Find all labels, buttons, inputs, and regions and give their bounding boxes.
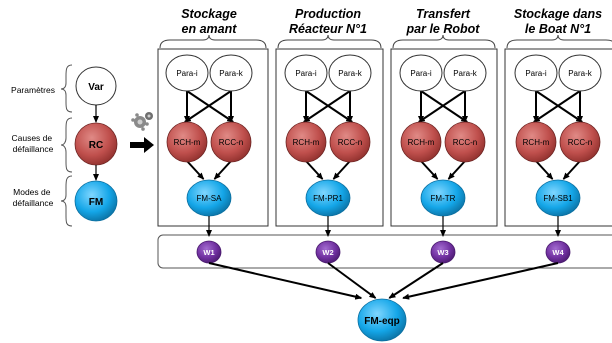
cause-node-rch-label: RCH-m xyxy=(408,138,435,147)
step-brace xyxy=(506,34,612,49)
param-node-i-label: Para-i xyxy=(176,69,198,78)
legend: Paramètres Causes de défaillance Modes d… xyxy=(11,64,118,227)
cause-node-rch xyxy=(400,121,442,163)
dependency-arrow xyxy=(183,90,232,123)
param-node-i-label: Para-i xyxy=(525,69,547,78)
step-brace xyxy=(277,34,382,49)
brace-modes xyxy=(60,175,73,227)
weight-node-label: W1 xyxy=(203,248,214,257)
param-node-i-label: Para-i xyxy=(295,69,317,78)
row-label-modes: Modes de défaillance xyxy=(13,187,54,208)
cause-node-rcc-label: RCC-n xyxy=(568,138,592,147)
dependency-arrow xyxy=(417,90,466,123)
var-node-label: Var xyxy=(88,82,104,93)
param-node-i xyxy=(165,54,209,92)
cause-node-rch xyxy=(285,121,327,163)
cause-node-rcc xyxy=(329,121,371,163)
fm-node-label: FM xyxy=(89,197,103,208)
gear-icon xyxy=(131,112,153,131)
param-node-k-label: Para-k xyxy=(568,69,593,78)
cause-node-rch-label: RCH-m xyxy=(293,138,320,147)
dependency-arrow xyxy=(305,160,324,180)
weight-node-label: W3 xyxy=(437,248,448,257)
cause-node-rcc-label: RCC-n xyxy=(338,138,362,147)
dependency-arrow xyxy=(332,160,351,180)
step-box xyxy=(504,48,612,227)
param-node-k xyxy=(443,54,487,92)
param-node-k xyxy=(209,54,253,92)
step-brace xyxy=(392,34,496,49)
param-node-k xyxy=(558,54,602,92)
row-label-causes: Causes de défaillance xyxy=(11,133,54,154)
dependency-arrow xyxy=(535,160,554,180)
cause-node-rcc xyxy=(559,121,601,163)
rc-node-label: RC xyxy=(89,140,103,151)
weights-band xyxy=(157,234,612,269)
flow-arrow-icon xyxy=(130,137,154,153)
weight-to-result-arrow xyxy=(402,262,559,300)
dependency-arrow xyxy=(302,90,351,123)
param-node-i xyxy=(399,54,443,92)
dependency-arrow xyxy=(562,160,581,180)
fm-node xyxy=(74,180,118,222)
cause-node-rch xyxy=(166,121,208,163)
param-node-k-label: Para-k xyxy=(453,69,478,78)
dependency-arrow xyxy=(535,90,584,123)
param-node-k-label: Para-k xyxy=(338,69,363,78)
dependency-arrow xyxy=(213,160,232,180)
cause-node-rcc-label: RCC-n xyxy=(453,138,477,147)
mode-node-label: FM-SA xyxy=(197,194,223,203)
mode-node-label: FM-SB1 xyxy=(543,194,573,203)
param-node-k-label: Para-k xyxy=(219,69,244,78)
brace-parameters xyxy=(60,64,73,113)
weight-to-result-arrow xyxy=(388,262,444,299)
dependency-arrow xyxy=(305,90,354,123)
dependency-arrow xyxy=(420,90,469,123)
cause-node-rcc xyxy=(210,121,252,163)
weight-node-label: W2 xyxy=(322,248,333,257)
param-node-k xyxy=(328,54,372,92)
cause-node-rch-label: RCH-m xyxy=(523,138,550,147)
cause-node-rcc xyxy=(444,121,486,163)
mode-node-label: FM-TR xyxy=(431,194,456,203)
param-node-i xyxy=(284,54,328,92)
step-box xyxy=(275,48,384,227)
step-box xyxy=(157,48,269,227)
brace-causes xyxy=(60,117,73,173)
dependency-arrow xyxy=(420,160,439,180)
row-label-parameters: Paramètres xyxy=(11,85,55,95)
dependency-arrow xyxy=(186,160,205,180)
dependency-arrow xyxy=(532,90,581,123)
weight-links: W1 W2 W3 W4 xyxy=(196,216,571,300)
dependency-arrow xyxy=(447,160,466,180)
dependency-arrow xyxy=(186,90,235,123)
param-node-i xyxy=(514,54,558,92)
mode-node-label: FM-PR1 xyxy=(313,194,343,203)
step-brace xyxy=(159,34,267,49)
fm-eqp-label: FM-eqp xyxy=(364,316,400,327)
cause-node-rch xyxy=(515,121,557,163)
param-node-i-label: Para-i xyxy=(410,69,432,78)
weight-node-label: W4 xyxy=(552,248,564,257)
fm-eqp-node xyxy=(357,298,407,342)
cause-node-rch-label: RCH-m xyxy=(174,138,201,147)
step-box xyxy=(390,48,498,227)
weight-to-result-arrow xyxy=(327,262,377,299)
cause-node-rcc-label: RCC-n xyxy=(219,138,243,147)
weight-to-result-arrow xyxy=(208,262,363,300)
